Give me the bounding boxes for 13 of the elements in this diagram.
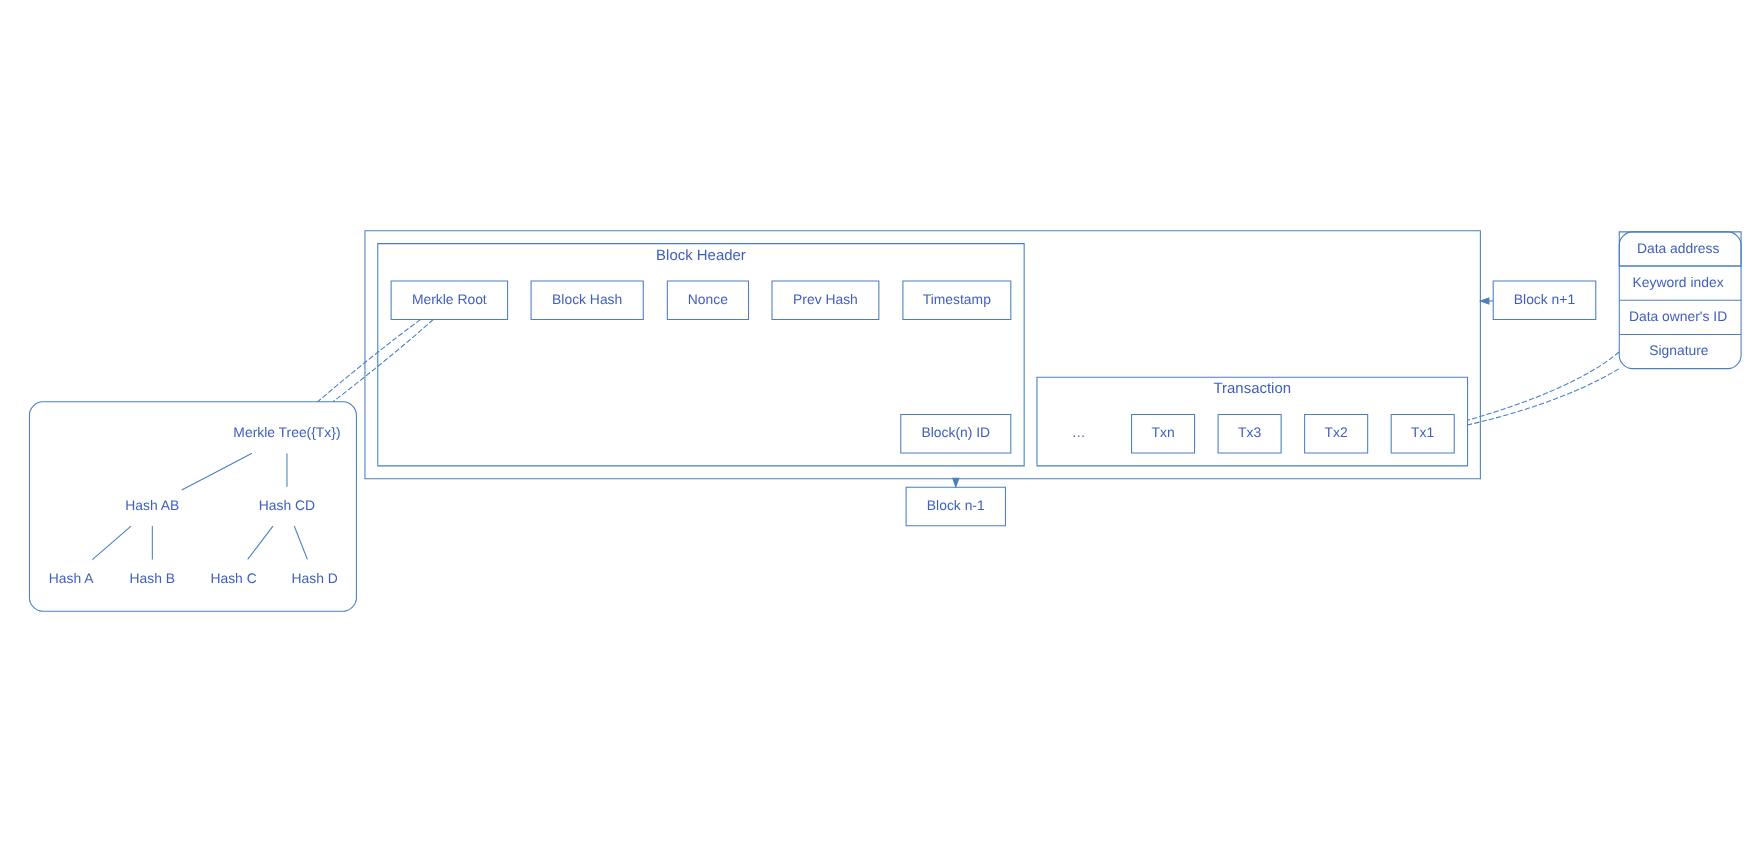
connector — [91, 525, 132, 561]
connector — [181, 452, 253, 491]
connector — [286, 452, 288, 488]
arrow — [1478, 297, 1494, 305]
cluster — [364, 230, 1481, 480]
cluster — [28, 401, 357, 612]
connector — [247, 525, 274, 560]
connector — [293, 525, 308, 560]
connector — [332, 319, 434, 403]
connector — [317, 319, 421, 403]
connector — [1467, 351, 1620, 421]
connector — [151, 525, 153, 560]
connector — [1467, 368, 1620, 426]
